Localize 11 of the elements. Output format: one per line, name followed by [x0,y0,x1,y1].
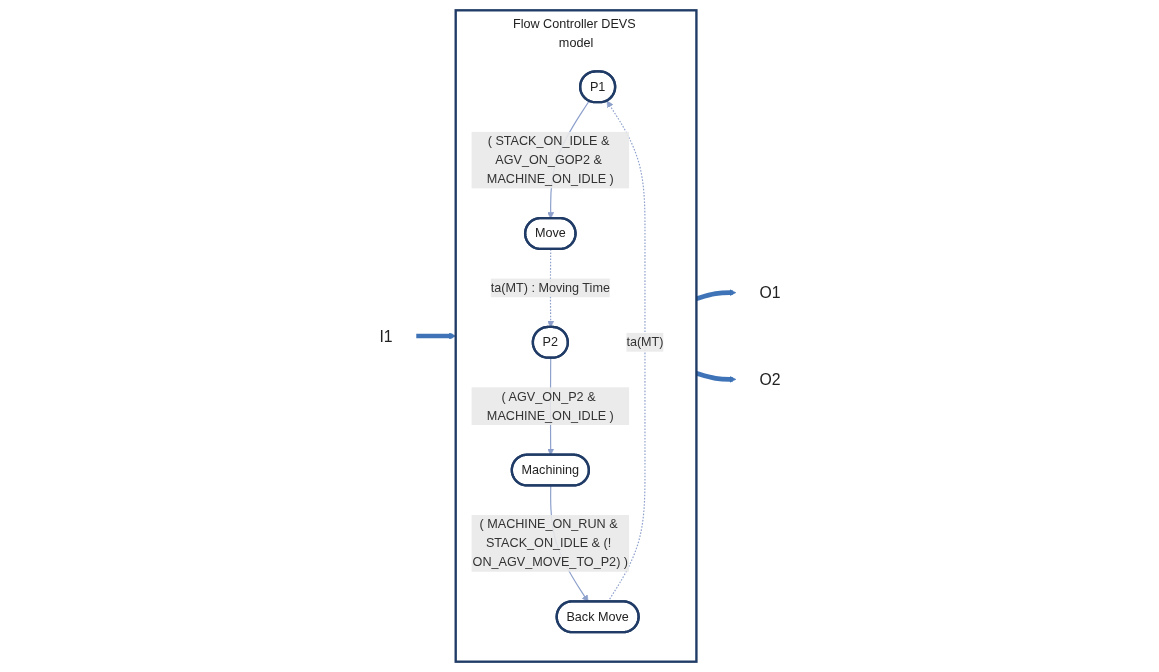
edge-label: ta(MT) : Moving Time [490,280,610,295]
node-text: I1 [378,327,393,345]
arrow [695,289,736,301]
node-text: O1 [759,283,781,302]
edge-label: ( STACK_ON_IDLE & AGV_ON_GOP2 & MACHINE_ON_IDLE ) [486,134,614,186]
arrow [415,332,456,340]
arrow [695,371,736,383]
edge-label: ( MACHINE_ON_RUN & STACK_ON_IDLE & (! ON_AGV_MOVE_TO_P2) ) [472,517,628,569]
edge-label: ( AGV_ON_P2 & MACHINE_ON_IDLE ) [486,389,614,422]
node-text: O2 [759,370,781,389]
edge-label: ta(MT) [625,335,664,349]
